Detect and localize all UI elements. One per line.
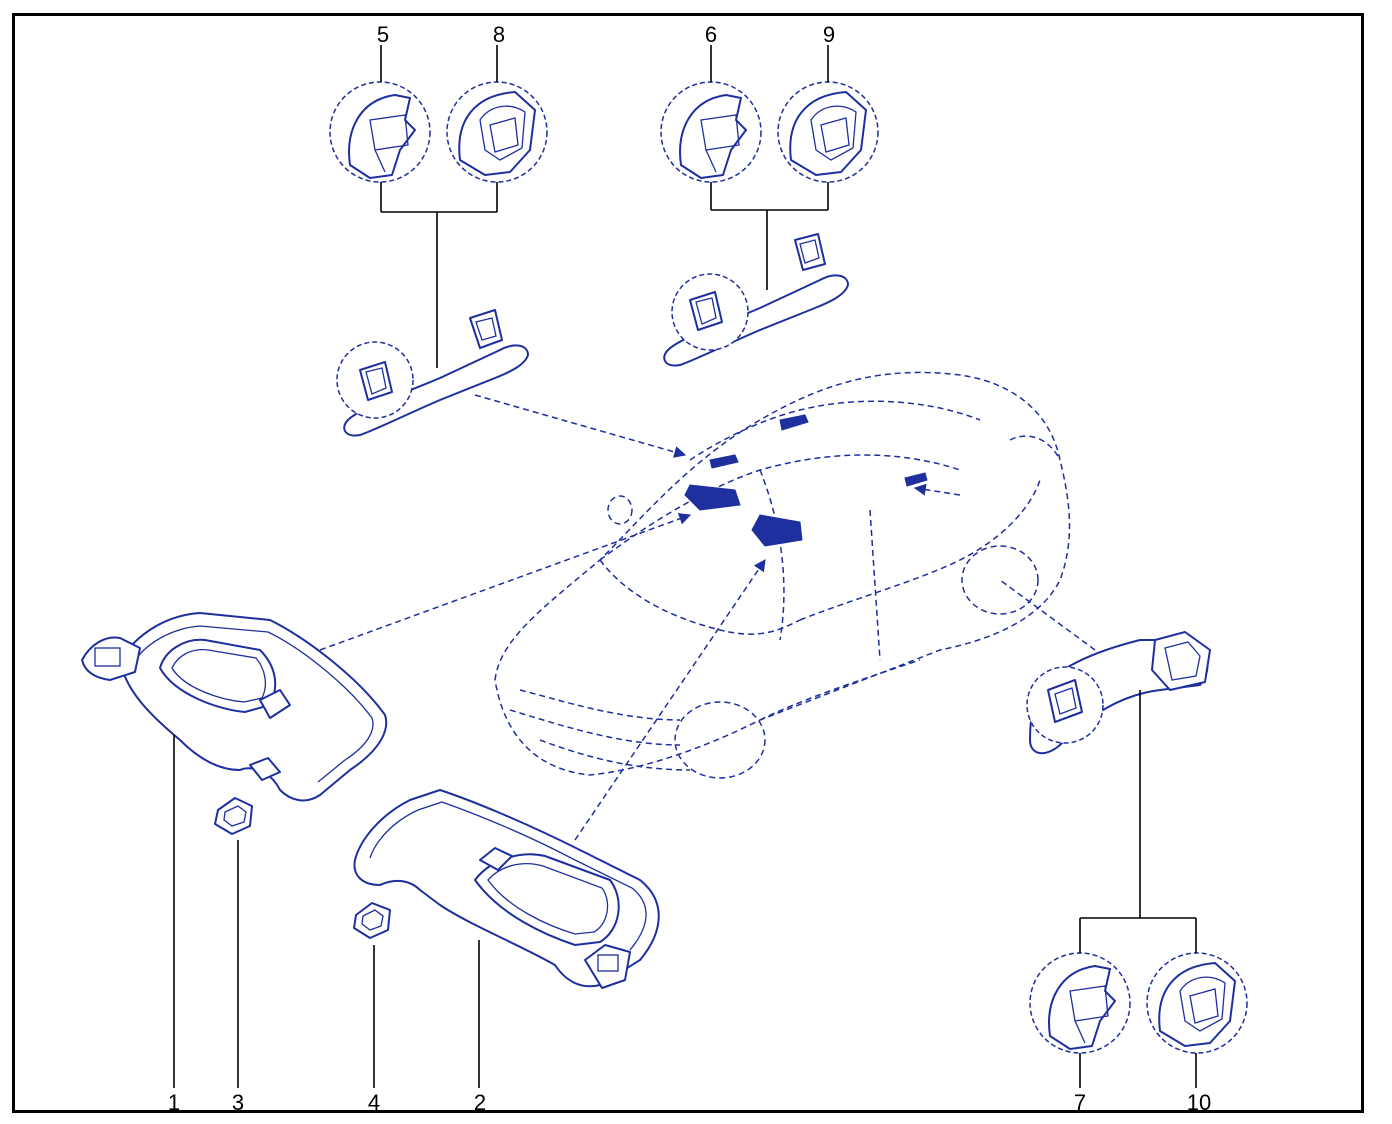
detail-view-9 (777, 81, 879, 183)
grab-handle-front-left (336, 309, 529, 437)
callout-2: 2 (474, 1090, 486, 1115)
sun-visor-left (81, 612, 388, 802)
callout-8: 8 (493, 22, 505, 47)
callout-6: 6 (705, 22, 717, 47)
callout-10: 10 (1187, 1090, 1211, 1115)
vehicle-outline (494, 371, 1071, 779)
detail-view-7 (1029, 952, 1131, 1054)
detail-view-6 (660, 81, 762, 183)
assembly-arrows (319, 394, 1096, 841)
callout-numbers: 5 8 6 9 1 3 4 2 7 10 (168, 22, 1211, 1115)
callout-7: 7 (1074, 1090, 1086, 1115)
callout-5: 5 (377, 22, 389, 47)
detail-view-8 (446, 81, 548, 183)
detail-view-10 (1146, 952, 1248, 1054)
callout-leaders (173, 45, 1197, 1088)
grab-handle-front-right (663, 233, 849, 367)
callout-3: 3 (232, 1090, 244, 1115)
sun-visor-right (353, 789, 660, 989)
detail-view-5 (329, 81, 431, 183)
visor-clip-3 (214, 797, 253, 835)
callout-9: 9 (823, 22, 835, 47)
grab-handle-rear (1026, 631, 1211, 755)
callout-1: 1 (168, 1090, 180, 1115)
callout-4: 4 (368, 1090, 380, 1115)
visor-clip-4 (353, 902, 391, 939)
